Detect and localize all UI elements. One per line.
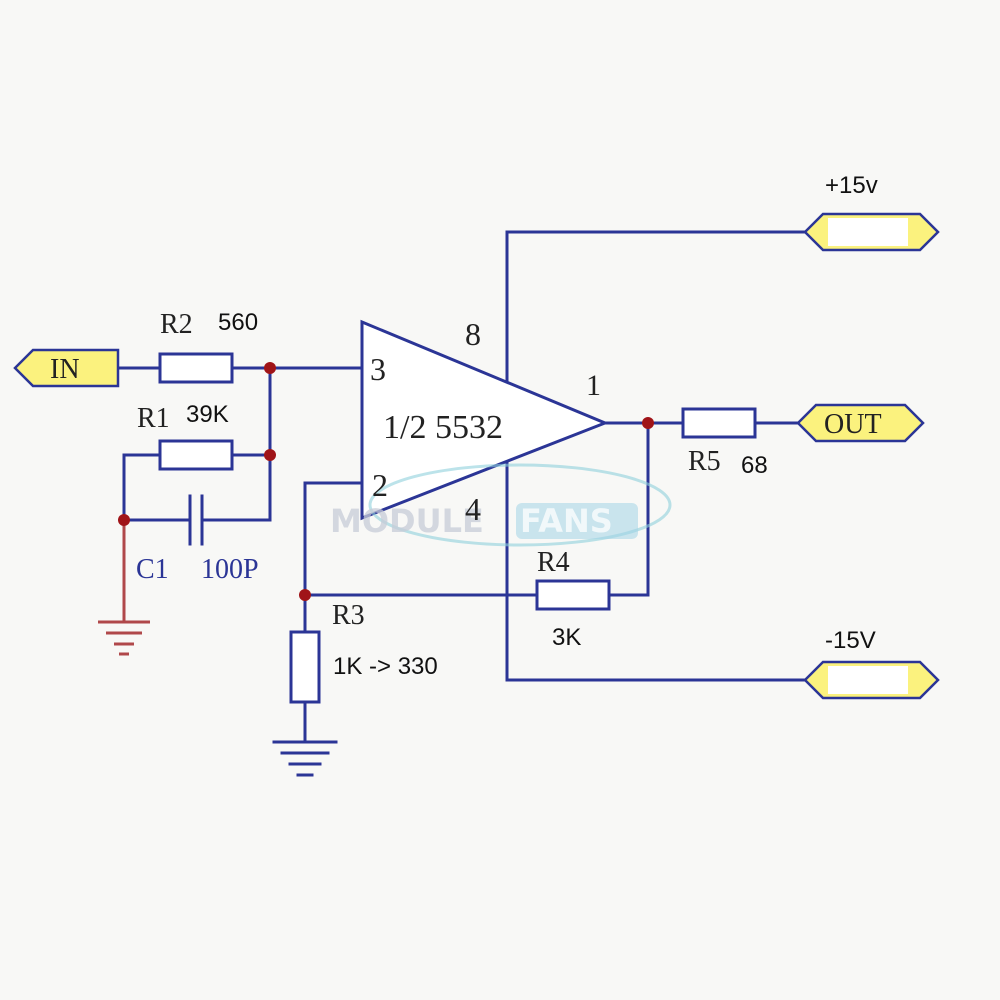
pin-8-label: 8	[465, 316, 481, 352]
resistor-r5	[681, 407, 757, 439]
resistor-r3	[289, 630, 321, 704]
r2-value-label: 560	[218, 309, 258, 336]
watermark-right: FANS	[520, 502, 613, 540]
r3-ref-label: R3	[332, 600, 365, 631]
watermark: MODULE FANS	[330, 463, 672, 547]
resistor-r1	[158, 439, 234, 471]
port-in-label: IN	[50, 354, 80, 385]
capacitor-c1	[188, 494, 204, 546]
r2-ref-label: R2	[160, 309, 193, 340]
r1-value-label: 39K	[186, 401, 229, 428]
port-in: IN	[13, 348, 120, 388]
c1-value-label: 100P	[201, 554, 259, 585]
resistor-r4	[535, 579, 611, 611]
pin-3-label: 3	[370, 351, 386, 387]
wires	[116, 230, 807, 744]
opamp-symbol	[360, 319, 610, 521]
vplus-label: +15v	[825, 172, 878, 199]
junction-node	[264, 362, 276, 374]
junction-nodes	[118, 362, 654, 601]
r5-ref-label: R5	[688, 446, 721, 477]
port-out: OUT	[796, 403, 925, 443]
resistor-r2	[158, 352, 234, 384]
r4-value-label: 3K	[552, 624, 581, 651]
opamp-label: 1/2 5532	[383, 409, 503, 446]
vminus-label: -15V	[825, 627, 876, 654]
pin-4-label: 4	[465, 491, 481, 527]
port-vminus	[803, 660, 940, 700]
port-vplus	[803, 212, 940, 252]
ground-symbol	[272, 740, 338, 777]
junction-node	[299, 589, 311, 601]
junction-node	[642, 417, 654, 429]
r4-ref-label: R4	[537, 547, 570, 578]
pin-2-label: 2	[372, 467, 388, 503]
port-out-label: OUT	[824, 409, 882, 440]
junction-node	[264, 449, 276, 461]
junction-node	[118, 514, 130, 526]
r3-value-label: 1K -> 330	[333, 653, 438, 680]
ground-symbol	[98, 620, 150, 656]
r5-value-label: 68	[741, 452, 768, 479]
r1-ref-label: R1	[137, 403, 170, 434]
c1-ref-label: C1	[136, 554, 169, 585]
watermark-left: MODULE	[330, 502, 484, 540]
pin-1-label: 1	[586, 369, 601, 402]
